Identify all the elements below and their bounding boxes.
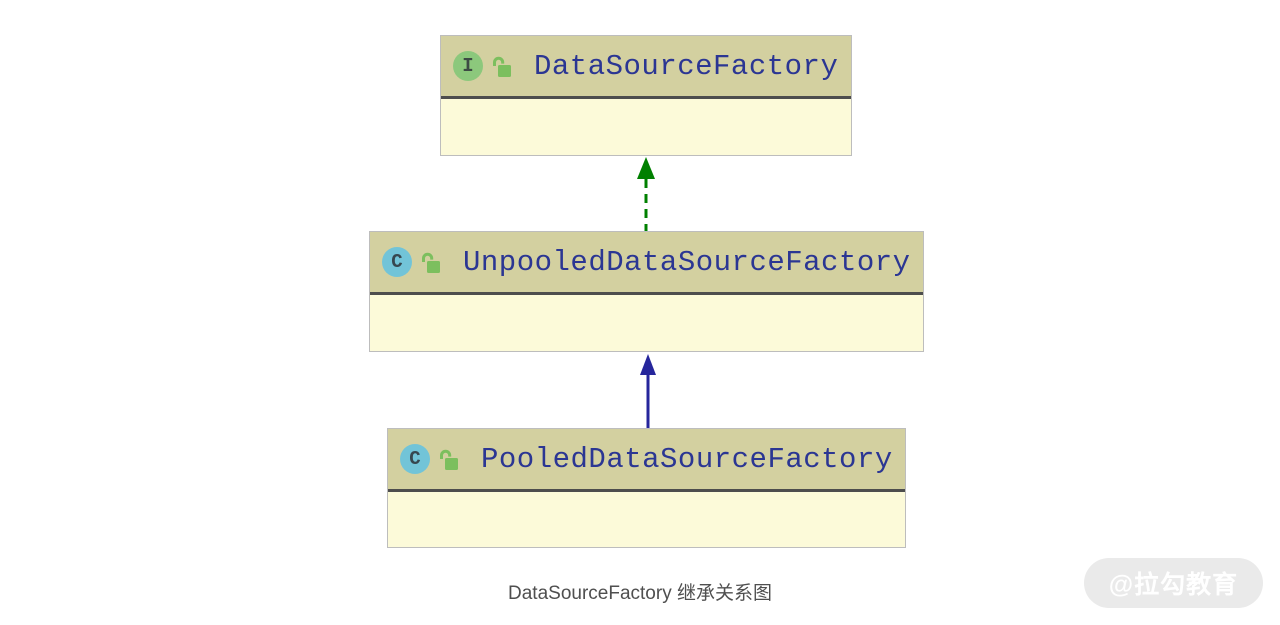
class-icon-letter: C [391,251,403,273]
node-header: C PooledDataSourceFactory [388,429,905,492]
uml-node-datasourcefactory: I DataSourceFactory [440,35,852,156]
node-members-compartment [370,295,923,349]
class-name-label: DataSourceFactory [534,49,839,83]
diagram-caption: DataSourceFactory 继承关系图 [508,583,772,604]
extends-arrow [640,354,656,428]
implements-arrow [637,157,655,232]
node-members-compartment [441,99,851,153]
class-icon: C [382,247,412,277]
uml-node-unpooleddatasourcefactory: C UnpooledDataSourceFactory [369,231,924,352]
interface-icon-letter: I [462,55,474,77]
node-header: I DataSourceFactory [441,36,851,99]
public-unlocked-icon [420,251,441,274]
class-name-label: UnpooledDataSourceFactory [463,245,911,279]
node-members-compartment [388,492,905,546]
public-unlocked-icon [491,55,512,78]
class-icon: C [400,444,430,474]
watermark-badge: @拉勾教育 [1084,558,1263,608]
class-name-label: PooledDataSourceFactory [481,442,893,476]
uml-node-pooleddatasourcefactory: C PooledDataSourceFactory [387,428,906,548]
class-icon-letter: C [409,448,421,470]
interface-icon: I [453,51,483,81]
public-unlocked-icon [438,448,459,471]
node-header: C UnpooledDataSourceFactory [370,232,923,295]
